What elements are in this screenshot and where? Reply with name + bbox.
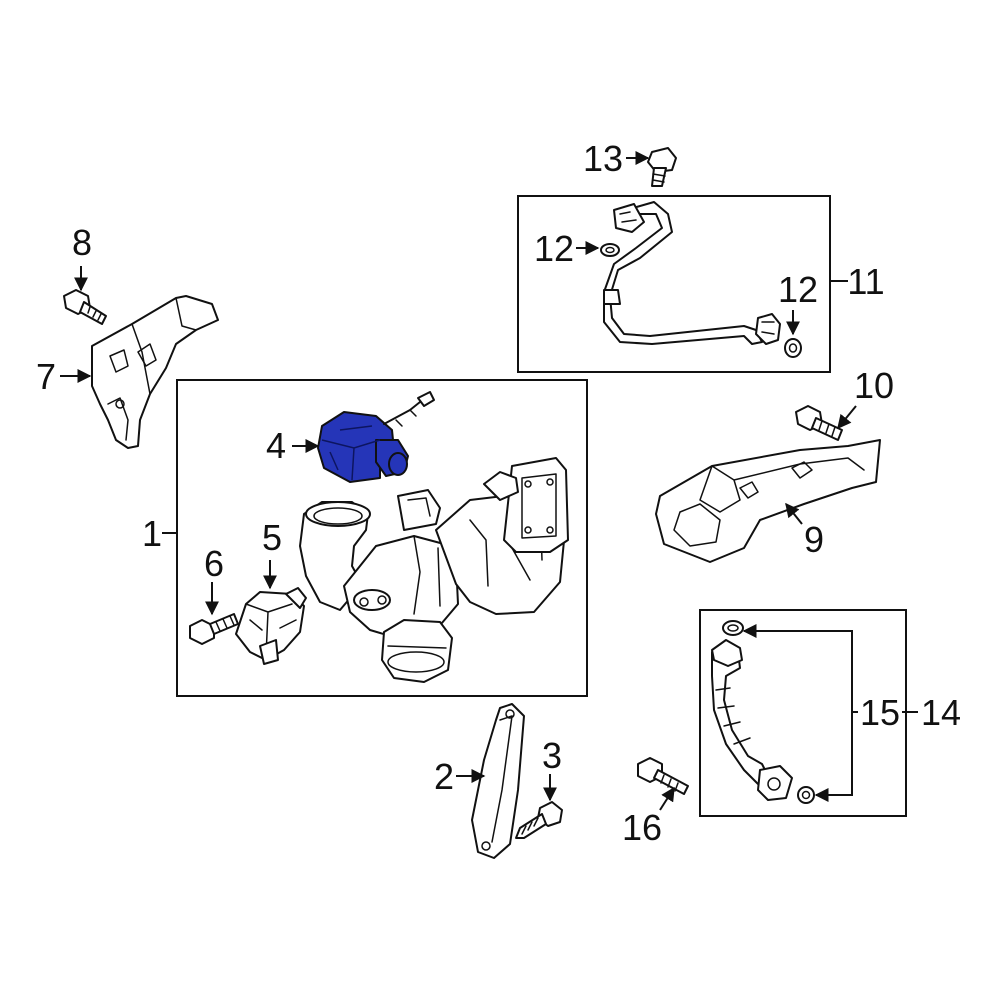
- callout-12-top: 12: [534, 228, 574, 269]
- callout-11: 11: [847, 261, 884, 302]
- callout-14: 14: [921, 692, 961, 733]
- bolt-8[interactable]: [63, 289, 107, 325]
- bolt-13[interactable]: [647, 147, 677, 187]
- turbocharger-1[interactable]: [299, 457, 569, 683]
- heat-shield-7[interactable]: [91, 295, 219, 449]
- callout-12-right: 12: [778, 269, 818, 310]
- support-bracket-2[interactable]: [471, 703, 525, 859]
- washer-12-top[interactable]: [600, 243, 620, 257]
- callout-4: 4: [266, 425, 286, 466]
- callout-8: 8: [72, 222, 92, 263]
- callout-6: 6: [204, 543, 224, 584]
- leader-lines: [60, 151, 918, 811]
- callout-15: 15: [860, 692, 900, 733]
- callout-7: 7: [36, 356, 56, 397]
- gasket-15-bottom[interactable]: [797, 786, 815, 804]
- gasket-15-top[interactable]: [722, 620, 744, 636]
- callout-9: 9: [804, 519, 824, 560]
- callout-1: 1: [142, 513, 162, 554]
- bolt-10[interactable]: [795, 405, 843, 441]
- callout-2: 2: [434, 756, 454, 797]
- actuator-4[interactable]: [317, 391, 435, 483]
- callout-16: 16: [622, 807, 662, 848]
- washer-12-right[interactable]: [784, 338, 802, 358]
- callout-5: 5: [262, 517, 282, 558]
- heat-shield-9[interactable]: [655, 439, 881, 563]
- oil-feed-pipe-11[interactable]: [603, 201, 781, 345]
- sensor-5[interactable]: [235, 587, 307, 665]
- callout-3: 3: [542, 735, 562, 776]
- bolt-3[interactable]: [515, 801, 563, 839]
- oil-return-pipe-15[interactable]: [711, 639, 793, 801]
- bolt-16[interactable]: [637, 757, 689, 795]
- callout-13: 13: [583, 138, 623, 179]
- callout-10: 10: [854, 365, 894, 406]
- bolt-6[interactable]: [189, 613, 239, 645]
- turbo-assembly-box: [176, 379, 588, 697]
- oil-feed-pipe-box: [517, 195, 831, 373]
